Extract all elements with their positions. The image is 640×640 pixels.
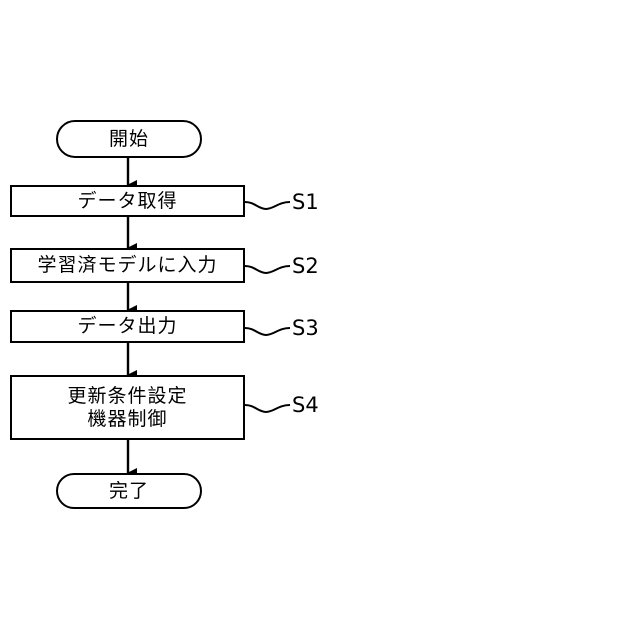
step-s2-box: 学習済モデルに入力: [10, 248, 245, 283]
start-terminal: 開始: [56, 120, 202, 158]
step-s2-text: 学習済モデルに入力: [37, 254, 217, 277]
end-label: 完了: [109, 480, 149, 503]
leader-s1: [245, 202, 290, 209]
leader-s4: [245, 405, 290, 412]
step-s3-label: S3: [292, 316, 319, 340]
step-s4-label: S4: [292, 393, 319, 417]
step-s1-label: S1: [292, 190, 319, 214]
step-s4-text-line2: 機器制御: [67, 408, 187, 431]
step-s1-text: データ取得: [77, 190, 177, 213]
step-s4-box: 更新条件設定 機器制御: [10, 375, 245, 440]
step-s1-box: データ取得: [10, 185, 245, 217]
leader-s3: [245, 328, 290, 335]
step-s2-label: S2: [292, 254, 319, 278]
step-s3-box: データ出力: [10, 310, 245, 343]
start-label: 開始: [109, 128, 149, 151]
step-s3-text: データ出力: [77, 315, 177, 338]
end-terminal: 完了: [56, 473, 202, 509]
leader-s2: [245, 266, 290, 273]
step-s4-text-line1: 更新条件設定: [67, 385, 187, 408]
